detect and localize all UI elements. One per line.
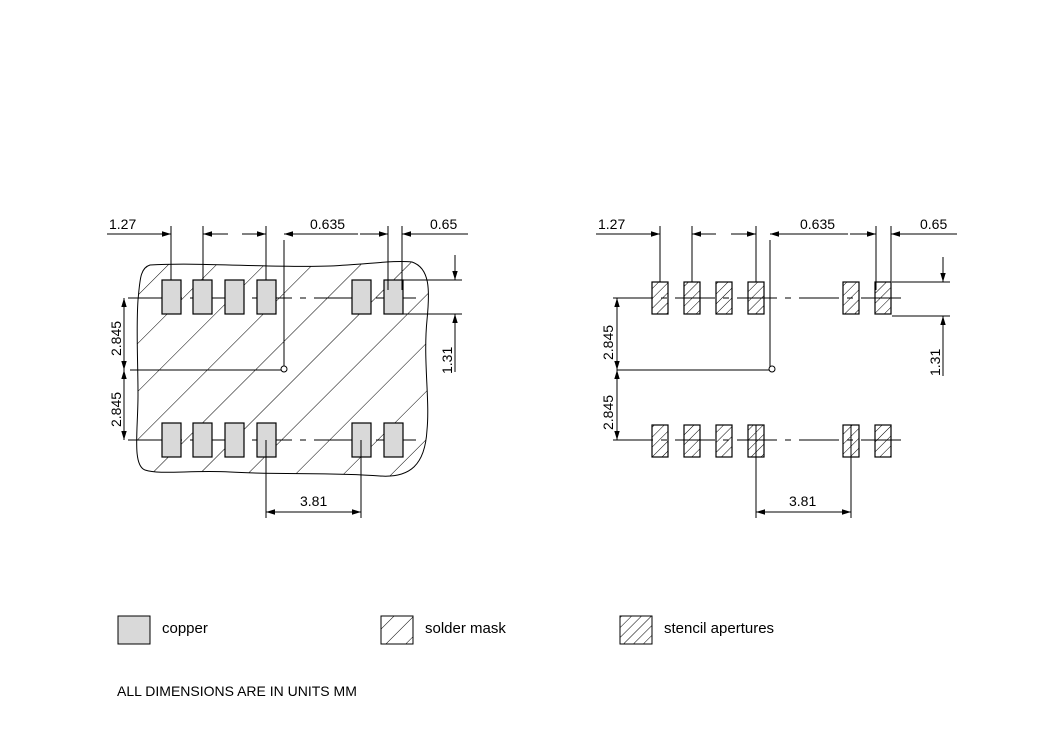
dim-offset: 0.635	[310, 216, 345, 232]
dim-row-offset-bottom: 2.845	[108, 392, 124, 427]
stencil-aperture	[683, 281, 701, 315]
dim-pitch: 1.27	[109, 216, 136, 232]
copper-pad	[192, 279, 213, 315]
copper-pad	[224, 422, 245, 458]
copper-pad	[383, 279, 404, 315]
legend: copper solder mask stencil apertures	[117, 615, 774, 645]
copper-pad	[383, 422, 404, 458]
legend-solder-mask-label: solder mask	[425, 620, 506, 637]
copper-pad	[256, 279, 277, 315]
origin-marker	[280, 365, 288, 373]
stencil-aperture	[651, 281, 669, 315]
dim-offset: 0.635	[800, 216, 835, 232]
left-view: 1.27 0.635 0.65 1.31 2.845 2.845 3.81	[107, 216, 468, 518]
dim-pad-width: 0.65	[920, 216, 947, 232]
dim-row-offset-top: 2.845	[108, 321, 124, 356]
copper-pads-top	[161, 279, 404, 315]
copper-pad	[192, 422, 213, 458]
stencil-aperture	[651, 424, 669, 458]
legend-copper-label: copper	[162, 620, 208, 637]
legend-stencil-label: stencil apertures	[664, 620, 774, 637]
stencil-apertures-top	[651, 281, 892, 315]
copper-pad	[161, 422, 182, 458]
dim-pad-width: 0.65	[430, 216, 457, 232]
copper-pad	[351, 279, 372, 315]
origin-marker	[768, 365, 776, 373]
stencil-aperture	[683, 424, 701, 458]
dim-pad-height: 1.31	[927, 349, 943, 376]
legend-solder-mask-swatch	[380, 615, 414, 645]
dim-row-offset-top: 2.845	[600, 325, 616, 360]
stencil-aperture	[874, 424, 892, 458]
dim-pitch: 1.27	[598, 216, 625, 232]
stencil-aperture	[874, 281, 892, 315]
stencil-aperture	[842, 281, 860, 315]
stencil-aperture	[715, 281, 733, 315]
dim-gap: 3.81	[789, 493, 816, 509]
legend-stencil-swatch	[619, 615, 653, 645]
stencil-aperture	[747, 281, 765, 315]
dim-pad-height: 1.31	[439, 347, 455, 374]
copper-pad	[224, 279, 245, 315]
right-view: 1.27 0.635 0.65 1.31 2.845 2.845 3.81	[596, 216, 957, 518]
dim-row-offset-bottom: 2.845	[600, 395, 616, 430]
stencil-apertures-bottom	[651, 424, 892, 458]
dim-gap: 3.81	[300, 493, 327, 509]
units-note: ALL DIMENSIONS ARE IN UNITS MM	[117, 683, 357, 699]
legend-copper-swatch	[117, 615, 151, 645]
stencil-aperture	[715, 424, 733, 458]
copper-pad	[161, 279, 182, 315]
